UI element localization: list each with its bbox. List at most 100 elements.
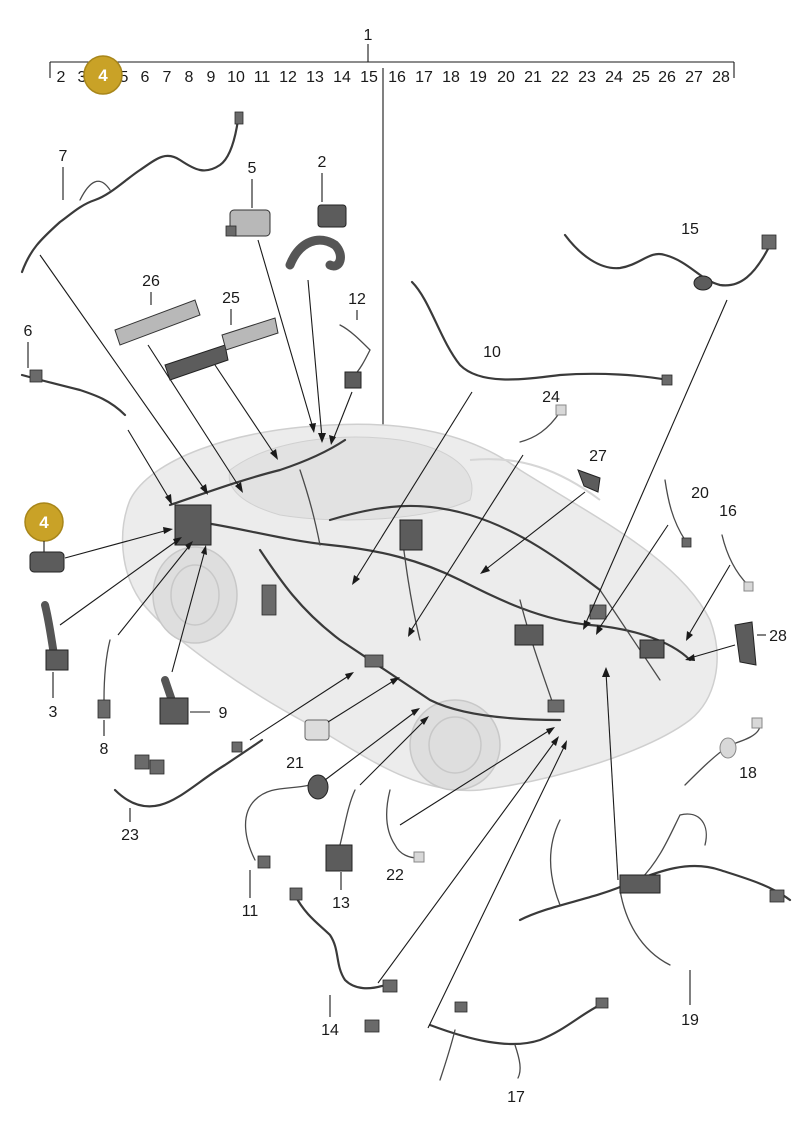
ruler-number[interactable]: 23 (578, 69, 596, 86)
ruler-number[interactable]: 15 (360, 69, 378, 86)
ruler-number[interactable]: 28 (712, 69, 730, 86)
plug-b (364, 654, 384, 668)
part-7-plug (234, 111, 244, 125)
part-13-wire (339, 789, 356, 846)
part-17-branch-a (439, 1029, 456, 1081)
ruler-number[interactable]: 21 (524, 69, 542, 86)
ruler-number[interactable]: 13 (306, 69, 324, 86)
plug-a (261, 584, 277, 616)
arrowhead-6 (165, 494, 172, 505)
ruler-number[interactable]: 8 (185, 69, 194, 86)
connector-block-tail (639, 639, 665, 659)
part-15-grommet (693, 275, 713, 291)
part-28-bracket (734, 621, 757, 666)
arrowhead-2 (318, 433, 326, 443)
leader-6 (127, 429, 171, 501)
part-11-plug (257, 855, 271, 869)
arrowhead-10 (352, 575, 360, 585)
callout-15: 15 (681, 221, 699, 238)
harness-front-cross (168, 438, 347, 507)
arrowhead-26 (235, 482, 243, 493)
part-19 (518, 813, 792, 966)
ruler-number[interactable]: 5 (120, 69, 129, 86)
part-12-plug (344, 371, 362, 389)
part-20-wire (664, 479, 686, 541)
ruler-number[interactable]: 2 (57, 69, 66, 86)
arrowhead-28 (685, 654, 695, 661)
callout-21: 21 (286, 755, 304, 772)
callout-12: 12 (348, 291, 366, 308)
ruler-number[interactable]: 12 (279, 69, 297, 86)
part-18-grommet (719, 737, 737, 759)
ruler-number[interactable]: 7 (163, 69, 172, 86)
callout-17: 17 (507, 1089, 525, 1106)
main-harness (168, 438, 692, 722)
leader-3 (59, 539, 179, 626)
part-7 (20, 111, 244, 274)
callout-26: 26 (142, 273, 160, 290)
ruler-number[interactable]: 27 (685, 69, 703, 86)
ruler-number[interactable]: 9 (207, 69, 216, 86)
ruler-number[interactable]: 24 (605, 69, 623, 86)
part-23-plug-a (134, 754, 150, 770)
part-15-wire (563, 233, 772, 287)
ruler-number[interactable]: 19 (469, 69, 487, 86)
leader-22 (399, 729, 551, 826)
ruler-number[interactable]: 26 (658, 69, 676, 86)
part-17-wire (428, 1003, 602, 1046)
part-9 (159, 676, 189, 725)
part-14-plug-a (289, 887, 303, 901)
harness-upper-run (328, 504, 602, 592)
ruler-number[interactable]: 16 (388, 69, 406, 86)
callout-6: 6 (24, 323, 33, 340)
arrowhead-7 (200, 484, 208, 495)
arrowhead-9 (201, 545, 207, 555)
part-3-unit (45, 649, 69, 671)
harness-drop-a (299, 469, 321, 546)
arrowhead-27 (480, 565, 490, 574)
arrowhead-4 (163, 527, 173, 534)
part-14 (289, 887, 398, 1033)
ruler-number[interactable]: 18 (442, 69, 460, 86)
ruler-number[interactable]: 10 (227, 69, 245, 86)
ruler-number[interactable]: 20 (497, 69, 515, 86)
plug-c (589, 604, 607, 620)
part-25-bracket-b (221, 317, 279, 351)
ruler-number[interactable]: 17 (415, 69, 433, 86)
ruler-number[interactable]: 3 (78, 69, 87, 86)
ruler-number[interactable]: 22 (551, 69, 569, 86)
part-22-plug (413, 851, 425, 863)
connector-block-mid (399, 519, 423, 551)
ruler-number[interactable]: 6 (141, 69, 150, 86)
leader-12 (332, 391, 353, 441)
part-24-wire (519, 411, 561, 443)
callout-11: 11 (242, 903, 259, 920)
part-11 (244, 774, 329, 869)
leader-13 (359, 719, 426, 786)
leader-15 (584, 299, 728, 626)
part-5-sensor (229, 209, 271, 237)
ruler-highlight-badge[interactable] (83, 55, 123, 95)
arrowhead-21 (390, 677, 400, 685)
leader-24 (409, 454, 524, 633)
ruler-number[interactable]: 25 (632, 69, 650, 86)
leader-4 (64, 529, 169, 559)
ruler-number[interactable]: 14 (333, 69, 351, 86)
leader-19 (605, 671, 619, 881)
part-15 (563, 233, 777, 291)
part-19-wire (518, 864, 792, 922)
callout-22: 22 (386, 867, 404, 884)
part-13 (325, 789, 356, 872)
arrowhead-20 (596, 625, 603, 635)
part-11-grommet (307, 774, 329, 800)
callout-19: 19 (681, 1012, 699, 1029)
callout-3: 3 (49, 704, 58, 721)
arrowhead-13 (420, 716, 429, 725)
leader-27 (484, 491, 586, 571)
part-2-unit (317, 204, 347, 228)
connector-block-rear (514, 624, 544, 646)
part-3 (41, 601, 69, 671)
ruler-number[interactable]: 11 (254, 69, 271, 86)
part-17-branch-b (514, 1044, 521, 1079)
